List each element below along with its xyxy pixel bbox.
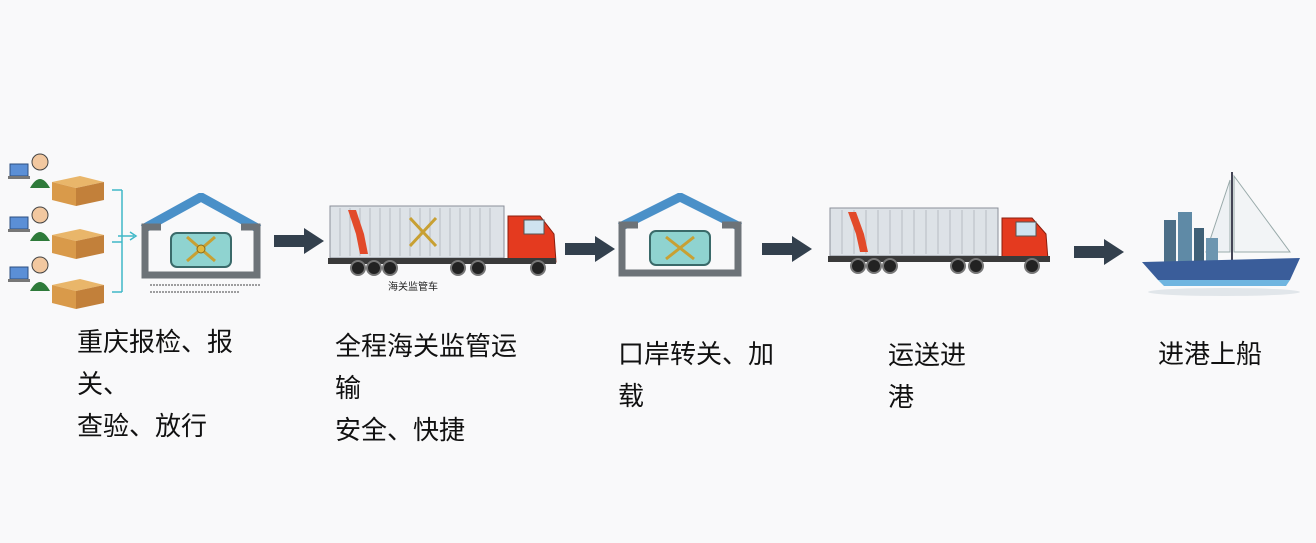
cargo-box-icon <box>52 229 104 259</box>
step-label-line: 输 <box>335 374 362 404</box>
step-label-port-transfer: 口岸转关、加 载 <box>618 334 774 418</box>
step-label-to-port: 运送进 港 <box>888 335 966 419</box>
customs-key-emblem-icon <box>665 235 695 261</box>
user-laptop-icon <box>8 256 50 291</box>
customs-key-emblem-icon <box>408 216 438 248</box>
cargo-box-icon <box>52 279 104 309</box>
customs-truck-icon <box>328 204 560 299</box>
step-label-line: 安全、快捷 <box>335 416 466 446</box>
cargo-box-icon <box>52 176 104 206</box>
truck-caption: 海关监管车 <box>388 282 438 293</box>
step-label-line: 口岸转关、加 <box>618 340 775 370</box>
container-truck-icon <box>828 206 1054 282</box>
step-label-line: 运送进 <box>888 341 967 371</box>
customs-key-emblem-icon <box>186 235 216 263</box>
user-row-2 <box>8 205 108 260</box>
step-label-line: 重庆报检、报 <box>77 328 234 358</box>
port-customs-house-icon <box>612 193 747 288</box>
small-arrow-icon <box>118 230 140 242</box>
step-label-boarding: 进港上船 <box>1158 334 1262 376</box>
step-label-line: 进港上船 <box>1158 340 1263 370</box>
user-laptop-icon <box>8 206 50 241</box>
step-label-line: 全程海关监管运 <box>335 332 518 362</box>
step-label-declare: 重庆报检、报 关、 查验、放行 <box>77 322 233 448</box>
step-label-line: 载 <box>618 382 645 412</box>
ship-icon <box>1140 168 1310 298</box>
house-caption-decor <box>150 282 262 296</box>
flow-arrow-icon <box>274 228 324 254</box>
step-label-transport: 全程海关监管运 输 安全、快捷 <box>335 326 517 452</box>
user-laptop-icon <box>8 153 50 188</box>
step-label-line: 查验、放行 <box>77 412 208 442</box>
flow-arrow-icon <box>762 236 812 262</box>
step-label-line: 港 <box>888 383 915 413</box>
user-row-3 <box>8 255 108 310</box>
flow-arrow-icon <box>565 236 615 262</box>
flow-arrow-icon <box>1074 239 1124 265</box>
user-row-1 <box>8 152 108 207</box>
step-label-line: 关、 <box>77 370 130 400</box>
users-boxes-group <box>8 150 138 310</box>
customs-house-icon <box>135 193 267 298</box>
